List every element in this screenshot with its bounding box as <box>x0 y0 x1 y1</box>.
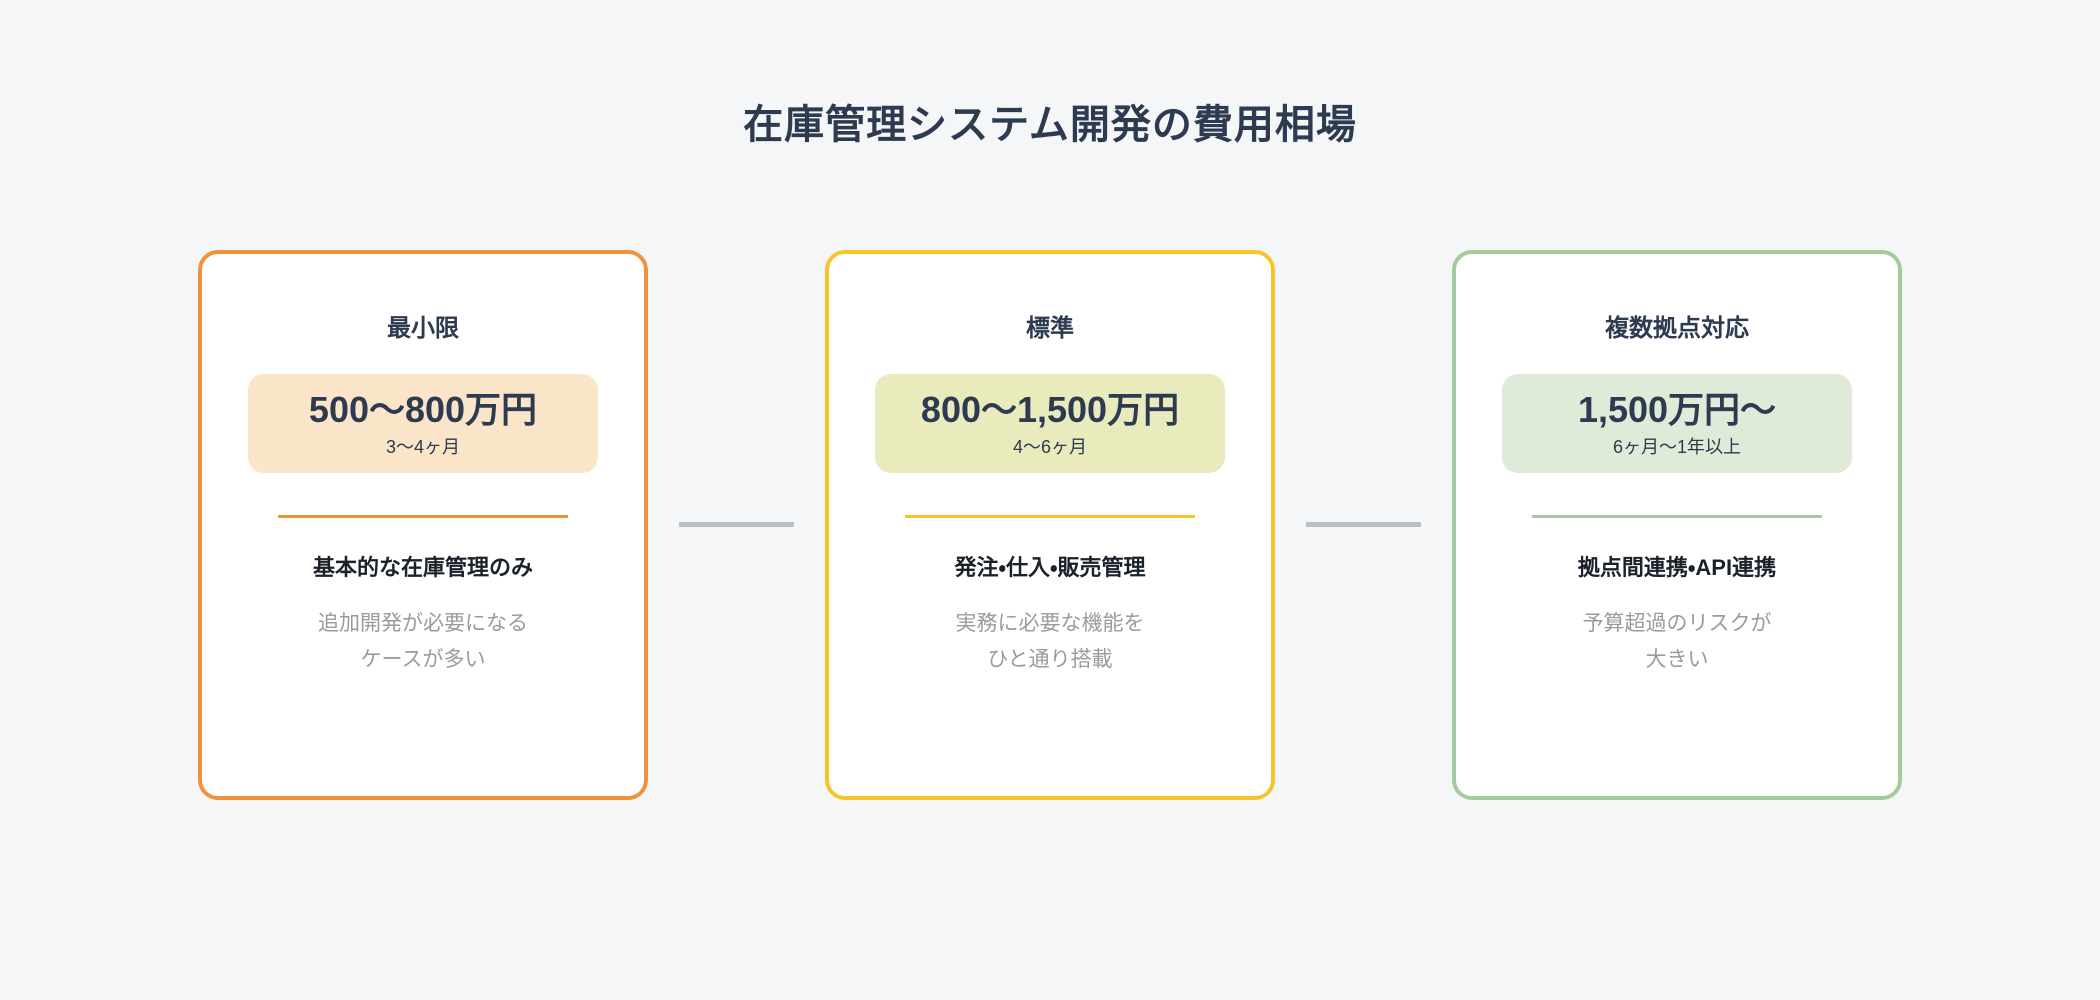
card-divider <box>905 515 1195 518</box>
price-duration: 3〜4ヶ月 <box>385 437 461 457</box>
connector-line <box>1306 522 1421 527</box>
price-duration: 4〜6ヶ月 <box>1012 437 1088 457</box>
pricing-card-multi-site: 複数拠点対応 1,500万円〜 6ヶ月〜1年以上 拠点間連携・API連携 予算超… <box>1452 250 1902 800</box>
pricing-card-standard: 標準 800〜1,500万円 4〜6ヶ月 発注・仕入・販売管理 実務に必要な機能… <box>825 250 1275 800</box>
card-feature: 発注・仕入・販売管理 <box>954 555 1146 580</box>
card-feature: 拠点間連携・API連携 <box>1577 555 1777 580</box>
card-label: 標準 <box>1026 315 1074 342</box>
pricing-card-minimal: 最小限 500〜800万円 3〜4ヶ月 基本的な在庫管理のみ 追加開発が必要にな… <box>198 250 648 800</box>
price-amount: 500〜800万円 <box>308 389 538 430</box>
card-divider <box>1532 515 1822 518</box>
page-title: 在庫管理システム開発の費用相場 <box>743 103 1357 147</box>
price-badge: 1,500万円〜 6ヶ月〜1年以上 <box>1502 374 1852 473</box>
price-duration: 6ヶ月〜1年以上 <box>1612 437 1742 457</box>
card-note: 追加開発が必要になる ケースが多い <box>318 612 528 671</box>
card-feature: 基本的な在庫管理のみ <box>312 555 533 580</box>
card-label: 最小限 <box>387 315 459 342</box>
card-note: 予算超過のリスクが 大きい <box>1582 612 1772 671</box>
price-badge: 500〜800万円 3〜4ヶ月 <box>248 374 598 473</box>
price-badge: 800〜1,500万円 4〜6ヶ月 <box>875 374 1225 473</box>
price-amount: 800〜1,500万円 <box>920 389 1180 430</box>
card-label: 複数拠点対応 <box>1605 315 1749 342</box>
card-divider <box>278 515 568 518</box>
pricing-cards-row: 最小限 500〜800万円 3〜4ヶ月 基本的な在庫管理のみ 追加開発が必要にな… <box>0 250 2100 800</box>
price-amount: 1,500万円〜 <box>1577 389 1777 430</box>
connector-line <box>679 522 794 527</box>
card-note: 実務に必要な機能を ひと通り搭載 <box>955 612 1145 671</box>
